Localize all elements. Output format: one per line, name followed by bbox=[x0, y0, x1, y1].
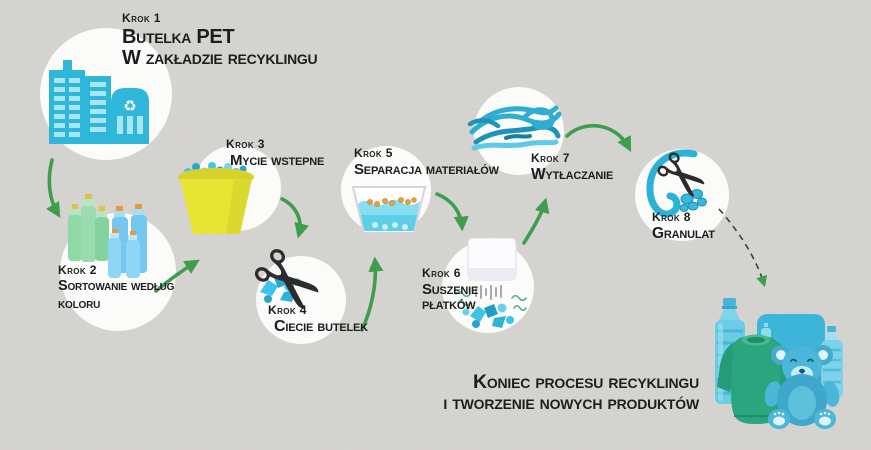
conclusion-line2: i tworzenie nowych produktów bbox=[443, 392, 699, 414]
step-7-title: Wytłaczanie bbox=[531, 165, 614, 183]
step-4-title: Ciecie butelek bbox=[274, 317, 368, 335]
step-5-title: Separacja materiałów bbox=[354, 160, 499, 178]
separation-tank-icon bbox=[351, 186, 427, 234]
step-5-number: Krok 5 bbox=[354, 146, 393, 160]
step-6-title-line2: płatków bbox=[422, 296, 476, 314]
step-4-text: Krok 4 Ciecie butelek bbox=[268, 304, 368, 335]
step-6-number: Krok 6 bbox=[422, 266, 461, 280]
step-1-number: Krok 1 bbox=[122, 11, 161, 25]
step-8-title: Granulat bbox=[652, 224, 715, 242]
step-6-title-line1: Suszenie bbox=[422, 280, 479, 298]
step-2-number: Krok 2 bbox=[58, 263, 97, 277]
step-5-text: Krok 5 Separacja materiałów bbox=[354, 147, 499, 177]
recycled-products-icon bbox=[715, 298, 843, 429]
step-1-text: Krok 1 Butelka PET W zakładzie recykling… bbox=[122, 11, 318, 69]
step-3-text: Krok 3 Mycie wstepne bbox=[226, 138, 324, 168]
sorted-bottles-icon bbox=[68, 194, 147, 278]
air-vent-icon bbox=[475, 285, 502, 300]
step-1-title-line1: Butelka PET bbox=[122, 25, 235, 48]
flake-dryer-icon bbox=[455, 237, 527, 328]
step-2-text: Krok 2 Sortowanie według koloru bbox=[58, 264, 174, 312]
pellets-icon bbox=[679, 189, 707, 212]
conclusion-line1: Koniec procesu recyklingu bbox=[472, 371, 699, 393]
extruded-strands-icon bbox=[467, 105, 562, 151]
green-bottles-icon bbox=[68, 194, 109, 262]
conclusion-caption: Koniec procesu recyklingu i tworzenie no… bbox=[399, 372, 699, 414]
step-7-text: Krok 7 Wytłaczanie bbox=[531, 152, 613, 183]
cut-flakes-icon bbox=[260, 274, 301, 303]
teddy-bear-icon bbox=[764, 345, 840, 429]
granulate-strand-icon bbox=[646, 149, 707, 218]
step-2-title-line1: Sortowanie według bbox=[58, 277, 175, 294]
step-6-text: Krok 6 Suszenie płatków bbox=[422, 267, 478, 313]
washing-bucket-icon bbox=[178, 162, 254, 234]
step-3-number: Krok 3 bbox=[226, 137, 265, 151]
step-7-number: Krok 7 bbox=[531, 151, 570, 165]
dried-flakes-icon bbox=[462, 303, 514, 328]
factory-icon: ♻ bbox=[49, 60, 149, 144]
step-3-title: Mycie wstepne bbox=[230, 151, 325, 169]
recycle-symbol-icon: ♻ bbox=[123, 97, 136, 115]
step-1-title-line2: W zakładzie recyklingu bbox=[122, 46, 318, 69]
steam-squiggle-icon bbox=[455, 290, 527, 312]
step-2-title-line2: koloru bbox=[58, 295, 101, 312]
step-4-number: Krok 4 bbox=[268, 303, 307, 317]
blue-bottles-icon bbox=[108, 204, 147, 278]
floating-particles-icon bbox=[367, 197, 417, 207]
step-8-number: Krok 8 bbox=[652, 210, 691, 224]
step-8-text: Krok 8 Granulat bbox=[652, 211, 715, 242]
